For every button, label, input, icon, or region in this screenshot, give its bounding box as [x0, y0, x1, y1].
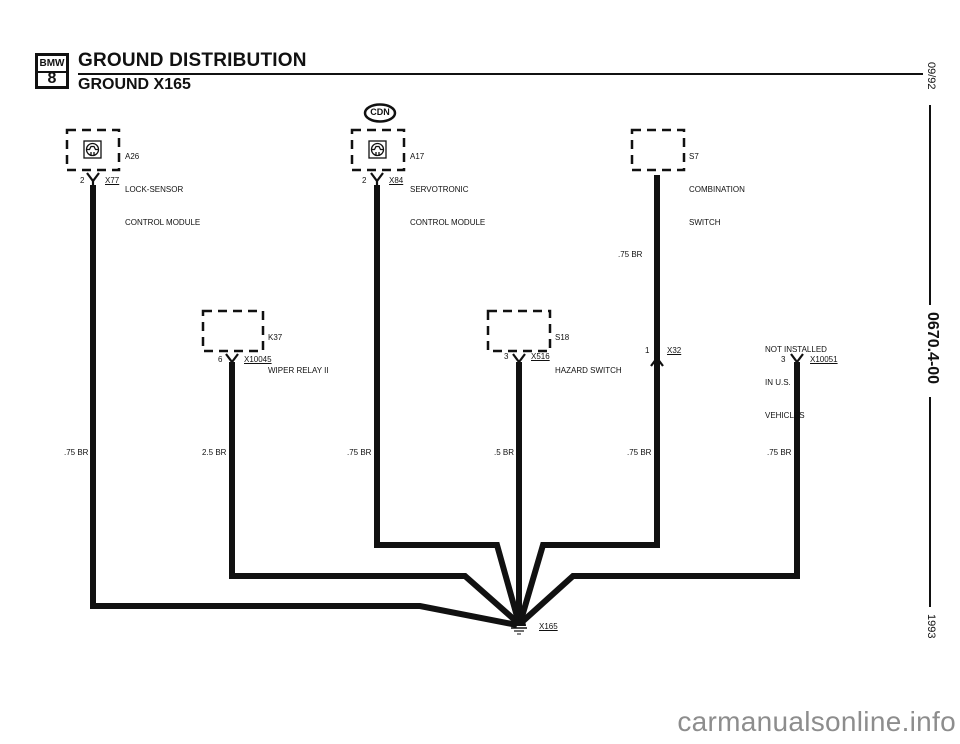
connector-label: X516: [531, 352, 550, 361]
note-line: VEHICLES: [765, 411, 805, 420]
pin-number: 3: [781, 355, 786, 364]
connector-label: X32: [667, 346, 682, 355]
wire-k37: [229, 362, 519, 625]
component-name-line: SERVOTRONIC: [410, 185, 469, 194]
component-id: S18: [555, 333, 570, 342]
connector-fork-icon: [86, 172, 100, 187]
component-name-line: CONTROL MODULE: [125, 218, 201, 227]
wire-a26: [90, 185, 518, 628]
pin-number: 6: [218, 355, 223, 364]
connector-fork-icon: [370, 172, 384, 187]
page-title: GROUND DISTRIBUTION: [78, 50, 307, 71]
component-s7: S7 COMBINATION SWITCH: [689, 129, 745, 239]
connector-fork-icon: [512, 353, 526, 368]
wire-gauge-label: .75 BR: [347, 448, 372, 457]
component-box-a17: [350, 128, 406, 172]
splice-arrow-icon: [650, 352, 664, 367]
bmw-8-logo: BMW 8: [35, 53, 69, 89]
component-id: K37: [268, 333, 283, 342]
component-name-line: CONTROL MODULE: [410, 218, 486, 227]
revision-date: 09/92: [925, 62, 937, 90]
wire-s7: [518, 175, 660, 621]
component-box-a26: [65, 128, 121, 172]
connector-label: X84: [389, 176, 404, 185]
ground-connector-label: X165: [539, 622, 558, 631]
cdn-badge: [363, 103, 397, 123]
wire-gauge-label: .75 BR: [64, 448, 89, 457]
component-a26: A26 LOCK-SENSOR CONTROL MODULE: [125, 129, 200, 239]
component-s18: S18 HAZARD SWITCH: [555, 310, 622, 387]
connector-label: X77: [105, 176, 120, 185]
component-box-s7: [630, 128, 686, 172]
title-rule: [78, 73, 923, 75]
wire-a17: [374, 185, 521, 621]
watermark: carmanualsonline.info: [677, 706, 956, 737]
wire-gauge-label: .75 BR: [618, 250, 643, 259]
component-name-line: SWITCH: [689, 218, 721, 227]
not-installed-note: NOT INSTALLED IN U.S. VEHICLES: [765, 322, 827, 432]
ecu-symbol-icon: [83, 140, 102, 159]
component-box-k37: [201, 309, 265, 353]
connector-fork-icon: [790, 353, 804, 368]
wire-gauge-label: .75 BR: [767, 448, 792, 457]
ecu-symbol-icon: [368, 140, 387, 159]
cdn-badge-label: CDN: [370, 107, 390, 117]
component-id: A26: [125, 152, 140, 161]
component-id: S7: [689, 152, 699, 161]
pin-number: 1: [645, 346, 650, 355]
connector-label: X10051: [810, 355, 838, 364]
model-year: 1993: [925, 614, 937, 639]
logo-series: 8: [47, 70, 57, 87]
ground-symbol-icon: [511, 619, 527, 635]
component-name-line: LOCK-SENSOR: [125, 185, 184, 194]
pin-number: 2: [362, 176, 367, 185]
page-subtitle: GROUND X165: [78, 76, 191, 93]
document-code: 0670.4-00: [924, 312, 941, 385]
component-k37: K37 WIPER RELAY II: [268, 310, 329, 387]
connector-fork-icon: [225, 353, 239, 368]
component-name-line: WIPER RELAY II: [268, 366, 329, 375]
pin-number: 2: [80, 176, 85, 185]
component-name-line: HAZARD SWITCH: [555, 366, 622, 375]
logo-brand: BMW: [38, 56, 66, 73]
pin-number: 3: [504, 352, 509, 361]
component-box-s18: [486, 309, 552, 353]
component-name-line: COMBINATION: [689, 185, 745, 194]
note-line: IN U.S.: [765, 378, 791, 387]
component-id: A17: [410, 152, 425, 161]
component-a17: A17 SERVOTRONIC CONTROL MODULE: [410, 129, 485, 239]
wire-gauge-label: .5 BR: [494, 448, 515, 457]
wire-gauge-label: .75 BR: [627, 448, 652, 457]
wire-x10051: [519, 362, 800, 625]
connector-label: X10045: [244, 355, 272, 364]
note-line: NOT INSTALLED: [765, 345, 827, 354]
wire-gauge-label: 2.5 BR: [202, 448, 227, 457]
